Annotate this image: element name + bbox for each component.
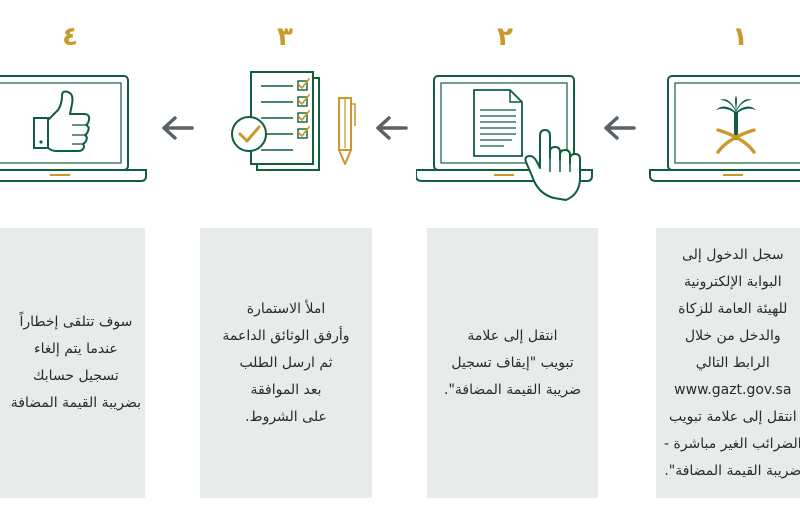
step-1-panel: سجل الدخول إلى البوابة الإلكترونية للهيئ… (656, 228, 800, 498)
step-3-panel: املأ الاستمارة وأرفق الوثائق الداعمة ثم … (200, 228, 372, 498)
arrow-left-icon (604, 116, 636, 140)
step-3-text: املأ الاستمارة وأرفق الوثائق الداعمة ثم … (222, 300, 350, 425)
arrow-left-icon (376, 116, 408, 140)
thumbs-up-icon (33, 90, 91, 152)
step-4-laptop (0, 75, 147, 182)
step-4-text: سوف تتلقى إخطاراً عندما يتم إلغاء تسجيل … (10, 314, 141, 411)
step-4-panel: سوف تتلقى إخطاراً عندما يتم إلغاء تسجيل … (0, 228, 145, 498)
step-1-number: ١ (732, 22, 748, 52)
step-4-number: ٤ (62, 22, 78, 52)
step-2-panel: انتقل إلى علامة تبويب "إيقاف تسجيل ضريبة… (427, 228, 598, 498)
step-2-text: انتقل إلى علامة تبويب "إيقاف تسجيل ضريبة… (444, 327, 581, 398)
step-1-laptop (649, 75, 800, 182)
saudi-emblem-icon (716, 96, 756, 154)
document-tap-icon (473, 89, 581, 201)
step-2-laptop (416, 75, 593, 201)
step-2-number: ٢ (497, 22, 513, 52)
arrow-left-icon (162, 116, 194, 140)
step-3-number: ٣ (277, 22, 293, 52)
checklist-icon (231, 71, 356, 171)
step-1-text: سجل الدخول إلى البوابة الإلكترونية للهيئ… (664, 246, 800, 479)
